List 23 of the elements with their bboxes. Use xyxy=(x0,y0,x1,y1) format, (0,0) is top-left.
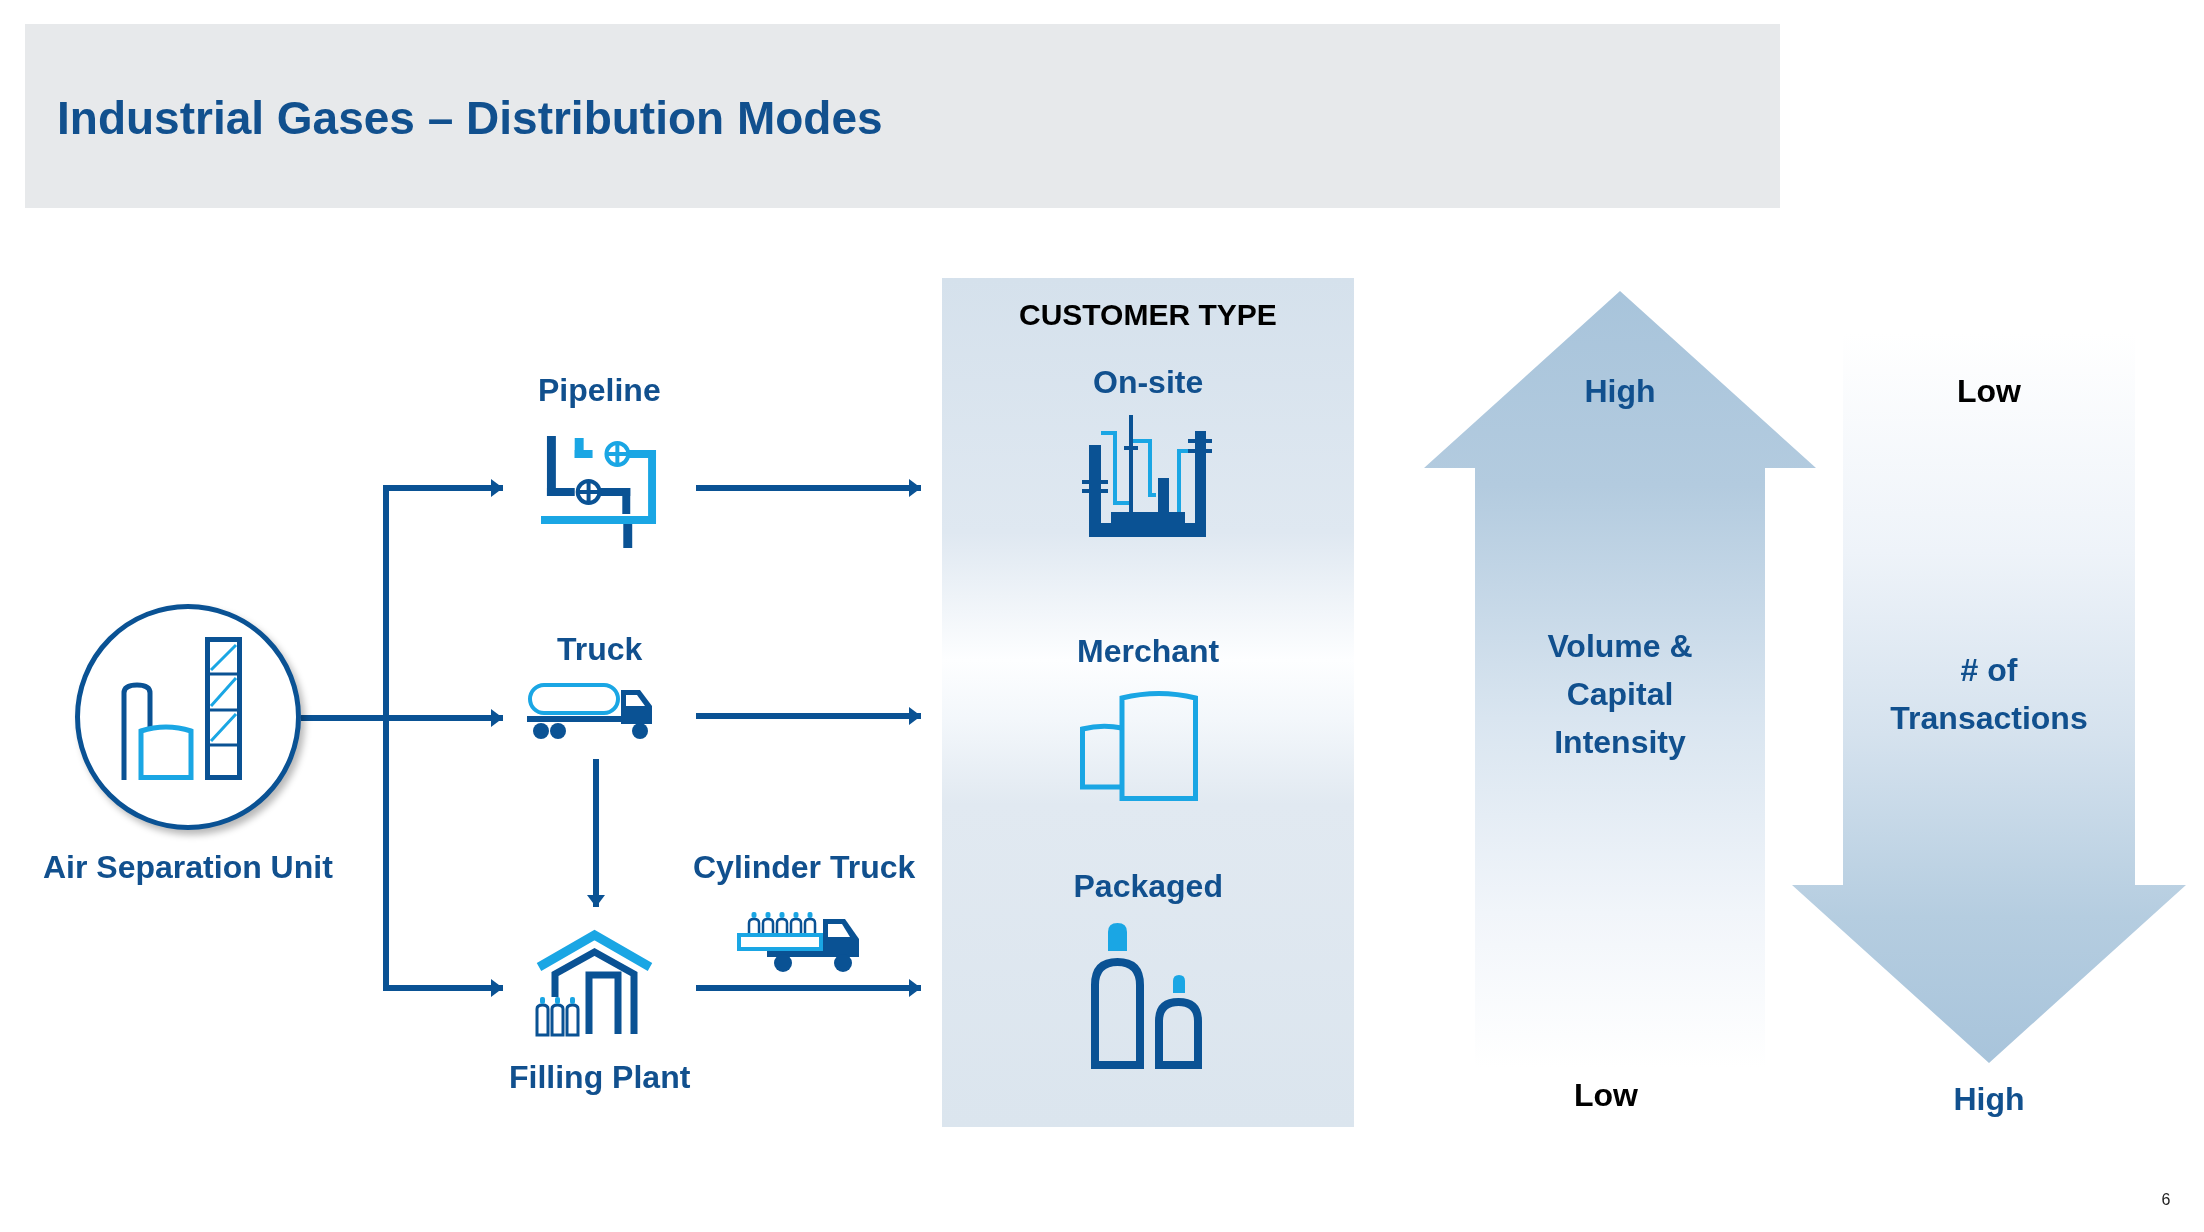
node-label: Merchant xyxy=(1077,632,1220,671)
node-label: Pipeline xyxy=(538,371,661,410)
node-label: Packaged xyxy=(1073,867,1223,906)
scale-label: Low xyxy=(1574,1076,1638,1115)
scale-label: Low xyxy=(1957,372,2021,411)
arrow-caption: # of Transactions xyxy=(1889,651,2089,738)
scale-label: High xyxy=(1584,372,1656,411)
connector-arrow xyxy=(587,759,605,907)
panel-heading: CUSTOMER TYPE xyxy=(1019,297,1277,333)
node-label: Filling Plant xyxy=(509,1058,691,1097)
arrow-caption: Volume & Capital Intensity xyxy=(1546,627,1694,762)
connector-arrow xyxy=(696,707,921,725)
connector-arrow xyxy=(301,715,503,997)
node-label: Air Separation Unit xyxy=(43,848,333,887)
node-label: Truck xyxy=(557,630,643,669)
edge-label: Cylinder Truck xyxy=(693,848,916,887)
scale-label: High xyxy=(1953,1080,2025,1119)
page-number: 6 xyxy=(2161,1190,2171,1210)
connector-arrow xyxy=(696,912,921,997)
connector-arrow xyxy=(696,479,921,497)
node-label: On-site xyxy=(1093,363,1204,402)
slide-title: Industrial Gases – Distribution Modes xyxy=(57,91,883,146)
customer-type-panel xyxy=(942,278,1354,1127)
